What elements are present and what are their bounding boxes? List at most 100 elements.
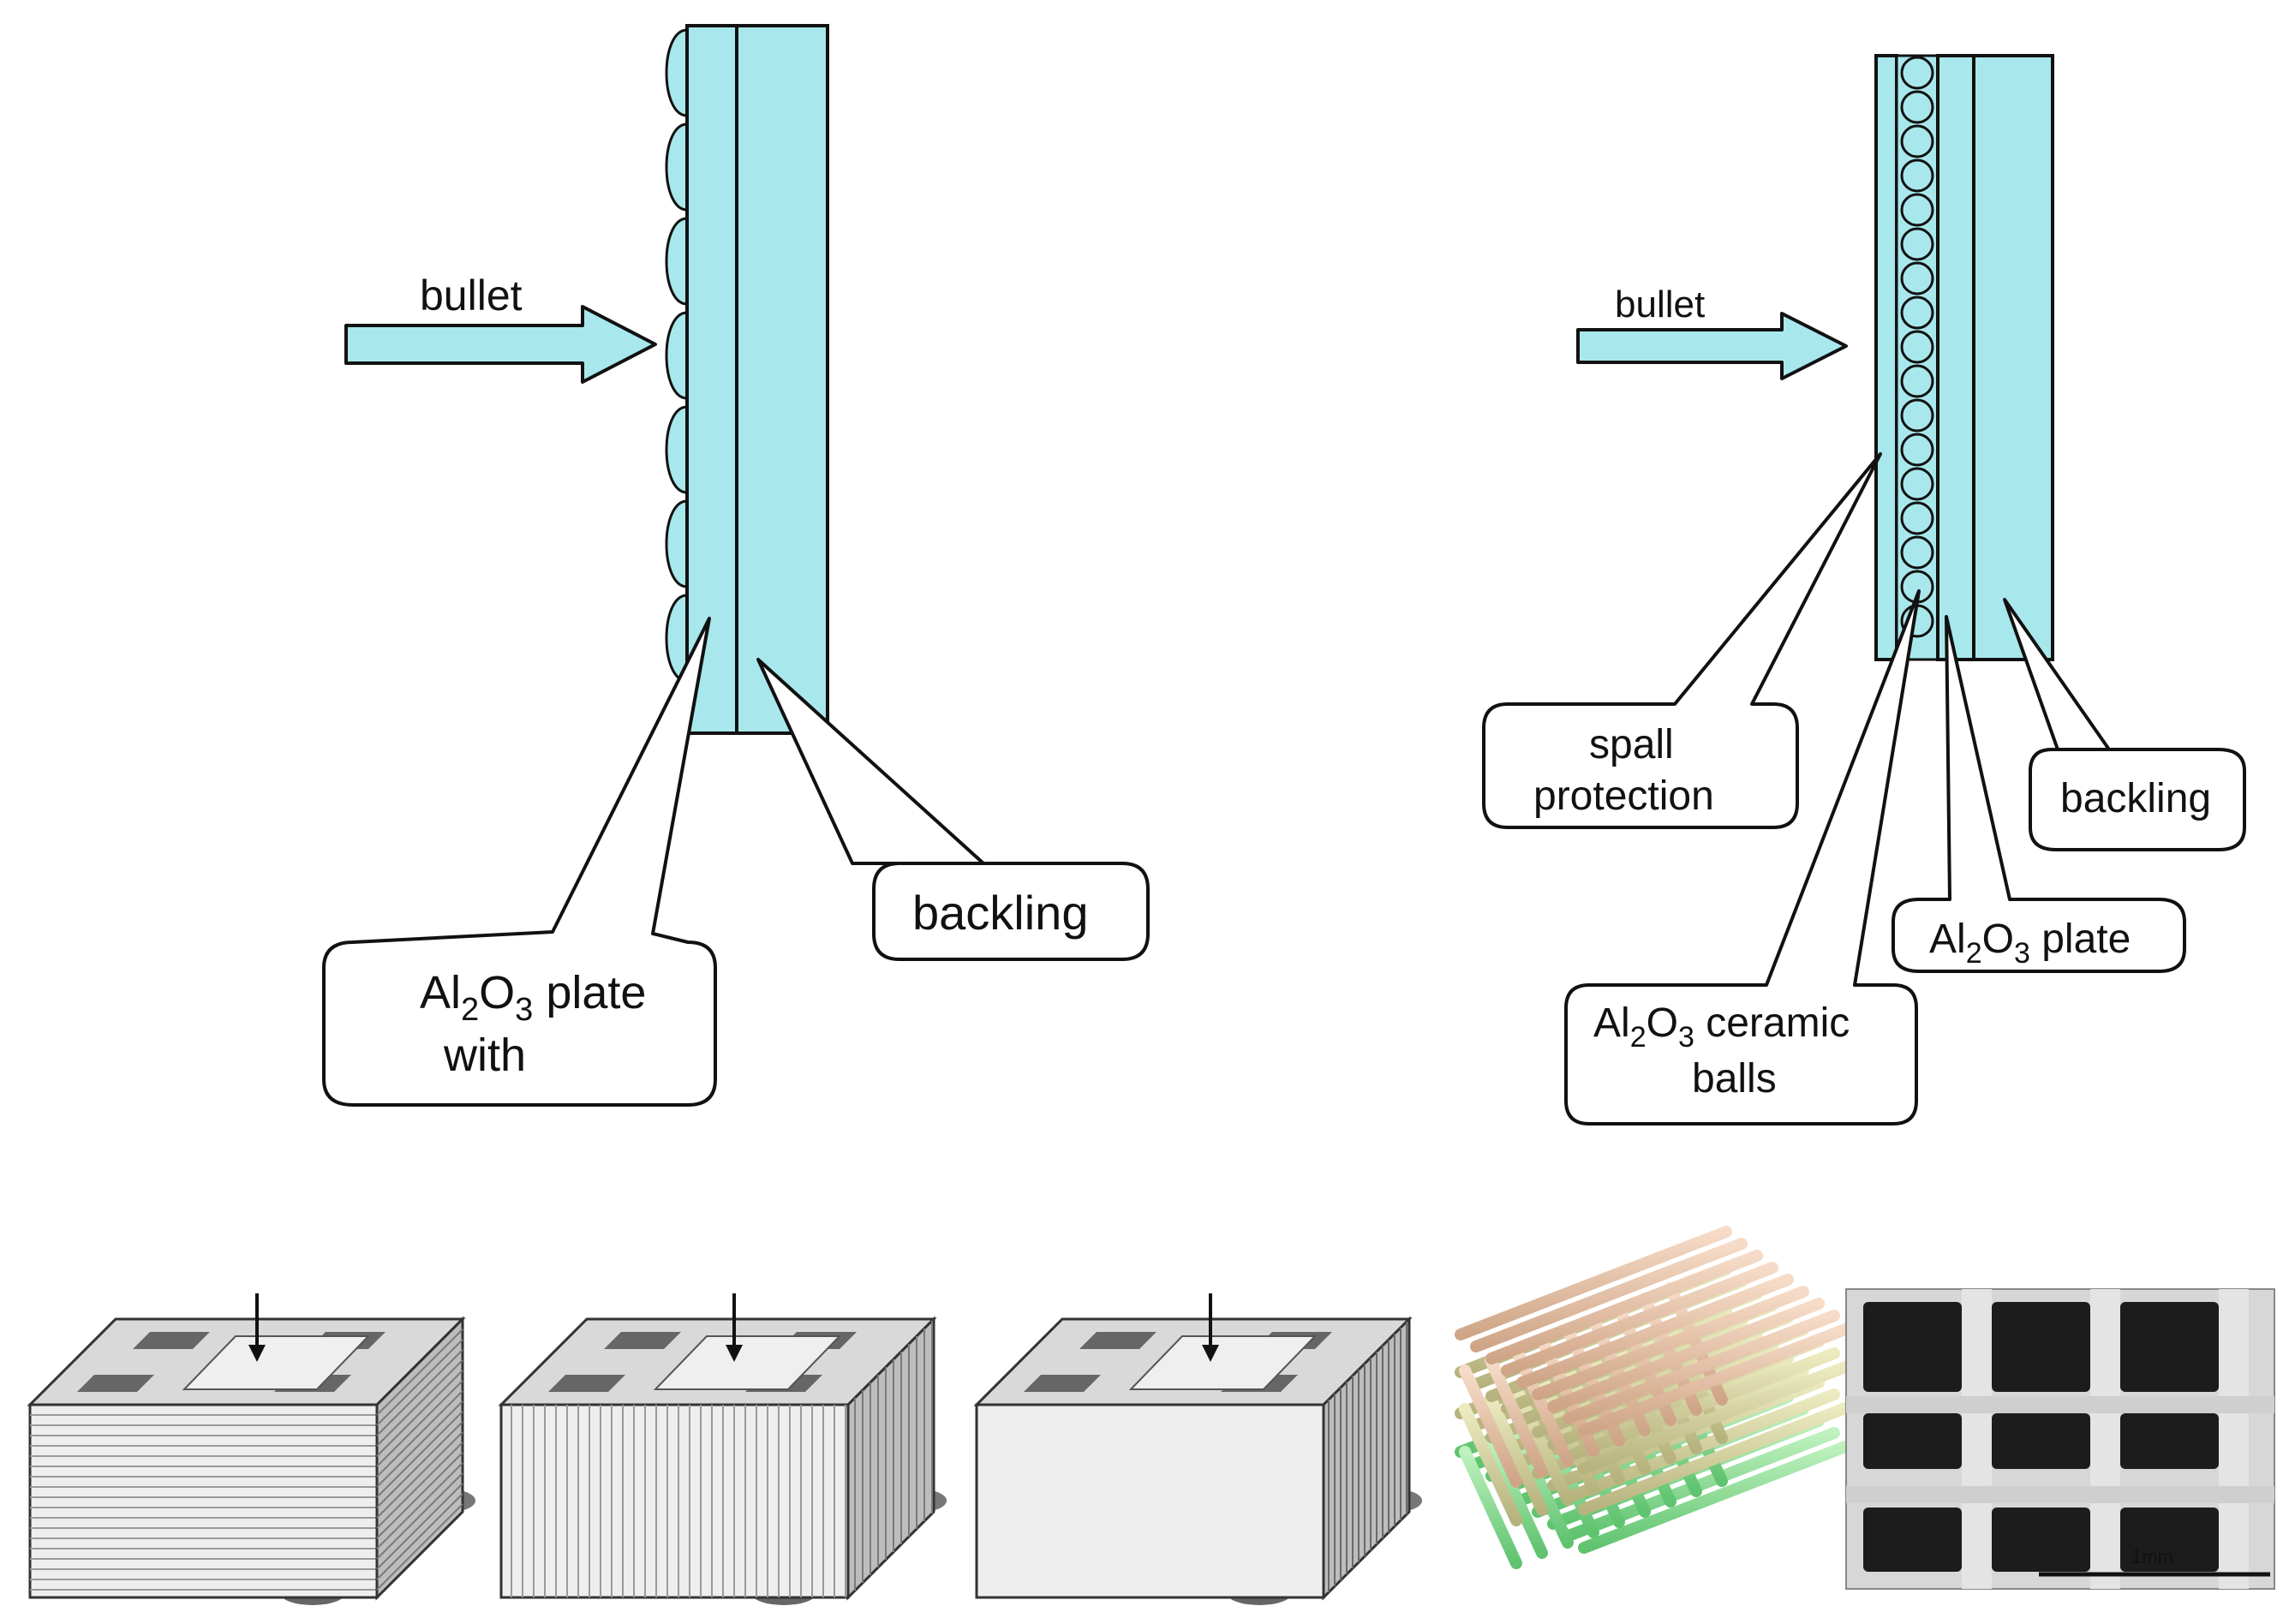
lamination-line	[376, 1390, 463, 1478]
lamination-lines-side	[854, 1321, 933, 1591]
lattice-rod	[1485, 1250, 1763, 1364]
strut	[2090, 1289, 2120, 1589]
ceramic-bump	[665, 311, 689, 400]
bullet-arrow	[344, 305, 657, 384]
lamination-line	[376, 1462, 463, 1549]
plate-label-line1: Al2O3 plate	[420, 967, 646, 1028]
lamination-line	[376, 1359, 463, 1447]
lamination-lines	[511, 1405, 846, 1597]
strut	[1846, 1486, 2274, 1503]
load-plate	[182, 1335, 371, 1390]
ceramic-ball	[1900, 158, 1934, 193]
ceramic-bump	[665, 122, 689, 212]
lattice-rod	[1501, 1262, 1778, 1376]
block-front-face	[499, 1403, 850, 1599]
ceramic-bump	[665, 28, 689, 117]
lamination-line	[376, 1370, 463, 1457]
balls-label-line2: balls	[1692, 1056, 1777, 1102]
right-backing-callout	[2003, 598, 2246, 851]
loading-pad	[133, 1332, 210, 1349]
backing-label: backling	[912, 886, 1088, 940]
ceramic-balls-column	[1895, 54, 1939, 661]
ceramic-ball	[1900, 364, 1934, 398]
plate-callout	[322, 617, 717, 1107]
ceramic-ball	[1900, 227, 1934, 261]
ceramic-ball	[1900, 433, 1934, 467]
lattice-rod	[1459, 1446, 1522, 1569]
left-armor-diagram: bullet Al2O3 plate with backling	[322, 24, 1150, 1107]
pore	[2120, 1413, 2219, 1469]
strut	[1962, 1289, 1992, 1589]
lamination-line	[376, 1421, 463, 1508]
right-plate-callout	[1892, 615, 2186, 973]
right-plate-label: Al2O3 plate	[1929, 916, 2131, 970]
balls-label-line1: Al2O3 ceramic	[1593, 1000, 1850, 1054]
lattice-rod	[1578, 1322, 1856, 1436]
backing-layer	[735, 24, 829, 735]
lattice-rod	[1455, 1226, 1732, 1340]
lattice-rod	[1563, 1310, 1840, 1424]
right-bullet-arrow	[1576, 312, 1848, 380]
spall-label-line1: spall	[1589, 722, 1674, 767]
pore	[1863, 1413, 1962, 1469]
right-backing-label: backling	[2060, 776, 2211, 821]
lattice-rod	[1470, 1238, 1748, 1352]
ceramic-ball	[1900, 56, 1934, 90]
lattice-rod	[1578, 1439, 1856, 1554]
backing-callout	[756, 658, 1150, 961]
lattice-rod	[1532, 1286, 1809, 1400]
pore	[1992, 1413, 2090, 1469]
lamination-line	[376, 1472, 463, 1560]
lattice-rod	[1485, 1436, 1548, 1559]
lattice-rod	[1578, 1400, 1856, 1515]
pore	[2120, 1302, 2219, 1392]
loading-pad	[1024, 1375, 1101, 1392]
lattice-rod	[1578, 1359, 1856, 1474]
woodpile-lattice	[1455, 1226, 1856, 1569]
lamination-line	[376, 1431, 463, 1519]
strut	[1846, 1396, 2274, 1413]
spall-callout	[1482, 452, 1882, 829]
ceramic-bump	[665, 405, 689, 494]
lamination-line	[376, 1339, 463, 1426]
ceramic-ball	[1900, 330, 1934, 364]
lamination-line	[376, 1328, 463, 1416]
lattice-rod	[1459, 1364, 1522, 1488]
lamination-line	[376, 1493, 463, 1580]
balls-callout	[1564, 589, 1921, 1125]
pore	[1863, 1302, 1962, 1392]
loading-pad	[604, 1332, 681, 1349]
load-plate	[653, 1335, 842, 1390]
spall-label-line2: protection	[1533, 773, 1714, 819]
lamination-lines-side	[376, 1328, 463, 1591]
ceramic-ball	[1900, 501, 1934, 535]
lamination-line	[376, 1452, 463, 1539]
loading-pad	[77, 1375, 154, 1392]
micrograph-image: 1mm	[1845, 1288, 2275, 1590]
lamination-line	[376, 1400, 463, 1488]
laminate-block-horizontal	[27, 1293, 475, 1605]
lamination-line	[376, 1380, 463, 1467]
load-arrow-head	[1202, 1345, 1219, 1362]
scale-bar-label: 1mm	[2131, 1546, 2173, 1567]
right-al2o3-plate	[1936, 54, 1975, 661]
plate-label-line2: with	[443, 1030, 526, 1081]
ceramic-ball	[1900, 261, 1934, 296]
laminate-block-vertical	[498, 1293, 947, 1605]
pore	[1992, 1302, 2090, 1392]
ceramic-ball	[1900, 398, 1934, 433]
lamination-line	[376, 1411, 463, 1498]
load-arrow-head	[726, 1345, 743, 1362]
laminate-block-side	[973, 1293, 1422, 1605]
block-front-face	[28, 1403, 379, 1599]
ceramic-bump	[665, 217, 689, 306]
pore	[1863, 1508, 1962, 1572]
lattice-rod	[1516, 1274, 1794, 1388]
load-arrow-head	[248, 1345, 266, 1362]
right-backing-layer	[1972, 54, 2054, 661]
lattice-rod	[1510, 1425, 1574, 1549]
lattice-rod	[1459, 1403, 1522, 1526]
loading-pad	[548, 1375, 625, 1392]
